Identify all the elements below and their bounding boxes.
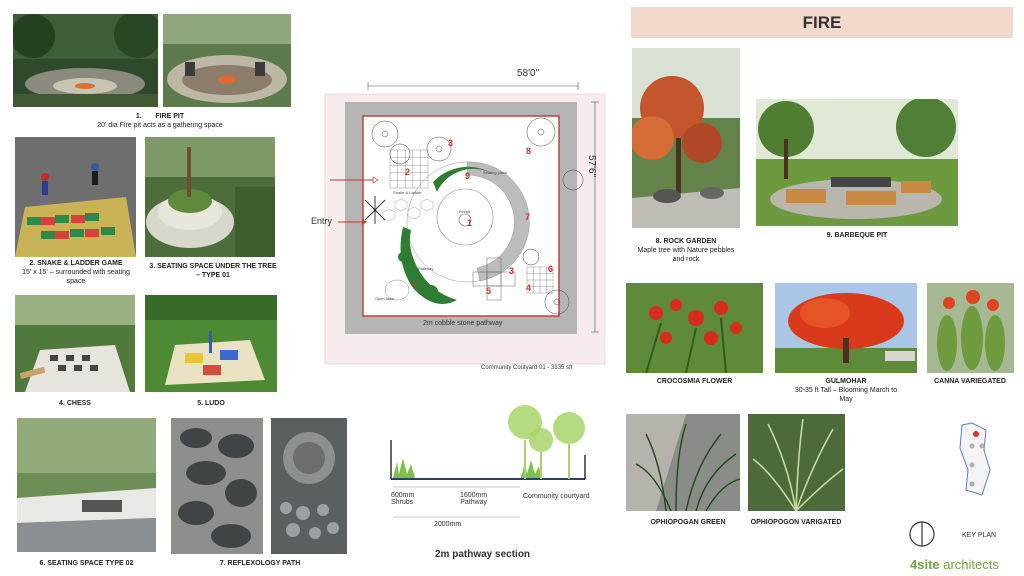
width-dimension: 58'0" [517, 68, 540, 79]
ludo-title: 5. LUDO [197, 400, 225, 407]
courtyard-plan: 1 2 3 3 4 5 6 7 7 8 9 Firepit Seating pl… [324, 82, 606, 365]
reflexology-title: 7. REFLEXOLOGY PATH [219, 560, 301, 567]
plan-number-7a: 7 [525, 212, 530, 222]
fire-pit-photo-1 [13, 14, 158, 107]
section-community: Community courtyard [523, 493, 590, 500]
plan-number-2: 2 [405, 167, 410, 177]
section-shrubs: 600mm Shrubs [391, 492, 415, 506]
ophio-green-photo [626, 414, 740, 511]
fire-pit-caption: 1. FIRE PIT 20' dia Fire pit acts as a g… [40, 113, 280, 131]
plan-number-1: 1 [467, 218, 472, 228]
brand-bold: 4site [910, 557, 940, 572]
tree-1 [508, 405, 542, 439]
seating-tree-caption: 3. SEATING SPACE UNDER THE TREE – TYPE 0… [148, 263, 278, 281]
ophio-varig-caption: OPHIOPOGON VARIGATED [740, 519, 852, 528]
plan-number-4: 4 [526, 283, 531, 293]
ophio-green-title: OPHIOPOGAN GREEN [650, 519, 726, 526]
plan-number-3a: 3 [448, 138, 453, 148]
label-open-lawn: Open lawn [375, 296, 394, 301]
key-plan-label: KEY PLAN [962, 532, 997, 539]
fire-pit-photo-2 [163, 14, 291, 107]
chess-caption: 4. CHESS [15, 400, 135, 409]
rock-garden-photo [632, 48, 740, 228]
canna-photo [927, 283, 1014, 373]
entry-label: Entry [311, 216, 333, 226]
pathway-label: 2m cobble stone pathway [423, 320, 503, 327]
plan-number-7b: 7 [412, 280, 417, 290]
reflexology-caption: 7. REFLEXOLOGY PATH [190, 560, 330, 569]
canna-title: CANNA VARIEGATED [934, 378, 1006, 385]
seating-type2-title: 6. SEATING SPACE TYPE 02 [39, 560, 134, 567]
brand-logo: 4site architects [910, 557, 999, 572]
tree-2 [529, 428, 553, 452]
section-total: 2000mm [434, 521, 462, 528]
ludo-caption: 5. LUDO [145, 400, 277, 409]
ophio-green-caption: OPHIOPOGAN GREEN [626, 519, 750, 528]
snake-ladder-desc: 15' x 15' – surrounded with seating spac… [22, 268, 130, 285]
gulmohar-desc: 30-35 ft Tall – Blooming March to May [794, 386, 898, 403]
barbeque-photo [756, 99, 958, 226]
seating-tree-photo [145, 137, 275, 257]
firepit-circle [406, 161, 530, 283]
snake-ladder-area [389, 149, 429, 189]
gulmohar-title: GULMOHAR [825, 378, 867, 385]
ludo-photo [145, 295, 277, 392]
fire-title: FIRE [802, 12, 842, 32]
north-arrow-icon [909, 521, 935, 547]
chess-area [526, 266, 554, 294]
section-title: 2m pathway section [435, 549, 531, 560]
rock-garden-desc: Maple tree with Nature pebbles and rock [637, 246, 735, 263]
trees-top-left [371, 117, 556, 165]
fire-banner: FIRE [631, 7, 1013, 38]
plan-number-3b: 3 [509, 266, 514, 276]
seating-tree-title: 3. SEATING SPACE UNDER THE TREE – TYPE 0… [149, 263, 277, 279]
height-dimension: 57'6" [586, 155, 597, 178]
crocosmia-photo [626, 283, 763, 373]
snake-ladder-caption: 2. SNAKE & LADDER GAME 15' x 15' – surro… [14, 260, 138, 286]
seating-type2-caption: 6. SEATING SPACE TYPE 02 [17, 560, 156, 569]
snake-ladder-title: 2. SNAKE & LADDER GAME [29, 260, 123, 267]
courtyard-label: Community Coutyard 01 - 3335 sft [481, 365, 573, 371]
barbeque-title: 9. BARBEQUE PIT [826, 232, 888, 239]
key-plan-map [959, 422, 991, 496]
pathway-section [390, 405, 586, 518]
fire-pit-title: 1. FIRE PIT [135, 113, 185, 120]
ophio-varig-title: OPHIOPOGON VARIGATED [750, 519, 842, 526]
fire-pit-desc: 20' dia Fire pit acts as a gathering spa… [97, 121, 223, 129]
rock-garden-title: 8. ROCK GARDEN [655, 238, 717, 245]
barbeque-caption: 9. BARBEQUE PIT [756, 232, 958, 241]
ophio-varig-photo [748, 414, 845, 511]
ludo-area [472, 257, 516, 301]
label-pathway: Pathway [418, 266, 433, 271]
chess-photo [15, 295, 135, 392]
crocosmia-title: CROCOSMIA FLOWER [656, 378, 733, 385]
crocosmia-caption: CROCOSMIA FLOWER [626, 378, 763, 387]
label-snake: Snake & Ladder [393, 190, 422, 195]
chess-title: 4. CHESS [59, 400, 91, 407]
reflexology-photo-2 [271, 418, 347, 554]
palm-entry [364, 196, 386, 224]
lawn-left [400, 227, 457, 304]
brand-rest: architects [939, 557, 999, 572]
canna-caption: CANNA VARIEGATED [924, 378, 1016, 387]
label-firepit: Firepit [459, 209, 471, 214]
tree-3 [553, 412, 585, 444]
shrubs-left [393, 458, 415, 478]
rock-garden-caption: 8. ROCK GARDEN Maple tree with Nature pe… [632, 238, 740, 264]
label-seating: Seating place [483, 170, 508, 175]
snake-ladder-photo [15, 137, 136, 257]
section-pathway: 1600mm Pathway [460, 492, 488, 506]
plan-number-5: 5 [486, 286, 491, 296]
reflexology-photo-1 [171, 418, 263, 554]
seating-type2-photo [17, 418, 156, 552]
gulmohar-caption: GULMOHAR 30-35 ft Tall – Blooming March … [790, 378, 902, 404]
plan-number-6: 6 [548, 264, 553, 274]
trees-right [522, 169, 584, 315]
plan-number-9: 9 [465, 171, 470, 181]
gulmohar-photo [775, 283, 917, 373]
plan-number-8: 8 [526, 146, 531, 156]
key-plan-marker [973, 431, 979, 437]
